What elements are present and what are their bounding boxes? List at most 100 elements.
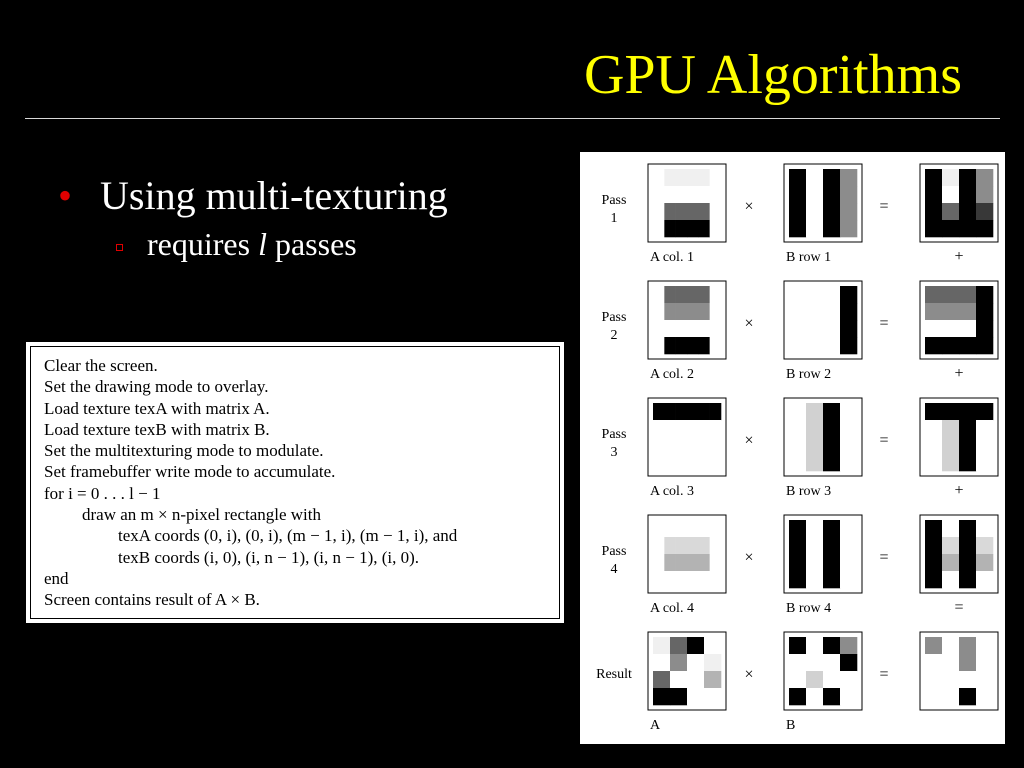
matrix-b-cell [823,654,841,672]
matrix-c-cell [925,520,943,538]
matrix-b-cell [840,286,858,304]
matrix-c-cell [942,671,960,689]
matrix-b-cell [806,186,824,204]
matrix-b-cell [789,520,807,538]
matrix-a-cell [709,303,722,321]
equals-sign: = [879,432,888,449]
matrix-a-cell [709,420,722,438]
matrix-a-cell [698,437,710,455]
matrix-b-cell [840,303,858,321]
matrix-c-cell [959,688,977,706]
matrix-c-cell [959,671,977,689]
matrix-a-cell [664,220,676,238]
matrix-b-cell [806,688,824,706]
algorithm-line: Set the multitexturing mode to modulate. [44,441,324,461]
row-label: 4 [611,562,618,577]
matrix-b-cell [789,454,807,472]
sub-bullet-item: requires l passes [116,222,448,266]
matrix-a-cell [664,286,676,304]
matrix-b-cell [823,403,841,421]
matrix-a-cell [709,337,722,355]
matrix-a-cell [687,537,699,555]
matrix-c-cell [976,688,994,706]
matrix-a-cell [653,169,665,187]
matrix-b-cell [789,403,807,421]
matrix-c-cell [959,571,977,589]
matrix-c-cell [942,286,960,304]
algorithm-line: texA coords (0, i), (0, i), (m − 1, i), … [118,526,458,546]
matrix-a-cell [687,403,699,421]
matrix-b-cell [840,671,858,689]
matrix-a-cell [709,203,722,221]
matrix-b-cell [823,286,841,304]
matrix-a-label: A col. 3 [650,484,694,499]
matrix-b-cell [789,203,807,221]
matrix-a-cell [687,186,699,204]
matrix-c-cell [976,654,994,672]
matrix-c-cell [942,520,960,538]
matrix-b-cell [789,537,807,555]
matrix-b-cell [823,203,841,221]
matrix-c-cell [959,554,977,572]
matrix-b-cell [840,520,858,538]
matrix-a-cell [675,571,688,589]
matrix-a-cell [704,688,722,706]
matrix-c-cell [942,454,960,472]
matrix-c-cell [942,403,960,421]
matrix-b-cell [840,688,858,706]
matrix-b-cell [789,671,807,689]
equals-sign: = [879,549,888,566]
matrix-a-cell [687,571,699,589]
matrix-b-cell [806,454,824,472]
matrix-b-label: B row 1 [786,250,831,265]
matrix-a-cell [687,454,699,472]
matrix-b-cell [789,220,807,238]
matrix-a-cell [653,186,665,204]
matrix-a-cell [653,203,665,221]
matrix-a-cell [653,420,665,438]
slide-title: GPU Algorithms [583,44,962,106]
matrix-a-cell [704,637,722,655]
matrix-c-cell [976,303,994,321]
matrix-a-cell [687,654,705,672]
matrix-c-cell [925,320,943,338]
matrix-b-cell [823,303,841,321]
matrix-c-cell [959,220,977,238]
algorithm-box: Clear the screen.Set the drawing mode to… [26,342,564,623]
matrix-a-cell [664,520,676,538]
matrix-a-cell [675,186,688,204]
matrix-c-cell [925,437,943,455]
algorithm-line: Load texture texA with matrix A. [44,398,270,418]
matrix-a-cell [664,537,676,555]
matrix-b-cell [840,454,858,472]
matrix-c-cell [959,203,977,221]
matrix-a-cell [687,286,699,304]
matrix-a-cell [709,186,722,204]
matrix-c-cell [925,454,943,472]
matrix-a-cell [653,571,665,589]
matrix-b-cell [823,186,841,204]
matrix-c-cell [925,637,943,655]
matrix-a-cell [687,520,699,538]
algorithm-box-inner: Clear the screen.Set the drawing mode to… [30,346,560,619]
row-label: Pass [602,310,627,325]
row-label: 1 [611,211,618,226]
matrix-c-label: + [954,248,963,265]
matrix-a-cell [709,403,722,421]
matrix-c-cell [942,420,960,438]
matrix-c-label: + [954,482,963,499]
title-divider [25,118,1000,119]
matrix-c-cell [925,688,943,706]
matrix-c-cell [925,203,943,221]
matrix-a-cell [653,671,671,689]
sub-bullet-text-before: requires [147,226,259,262]
matrix-b-cell [840,337,858,355]
matrix-a-cell [675,203,688,221]
matrix-c-cell [925,220,943,238]
matrix-a-cell [653,454,665,472]
row-label: Pass [602,544,627,559]
matrix-a-cell [698,571,710,589]
matrix-b-cell [840,220,858,238]
matrix-b-cell [806,286,824,304]
matrix-a-cell [698,520,710,538]
